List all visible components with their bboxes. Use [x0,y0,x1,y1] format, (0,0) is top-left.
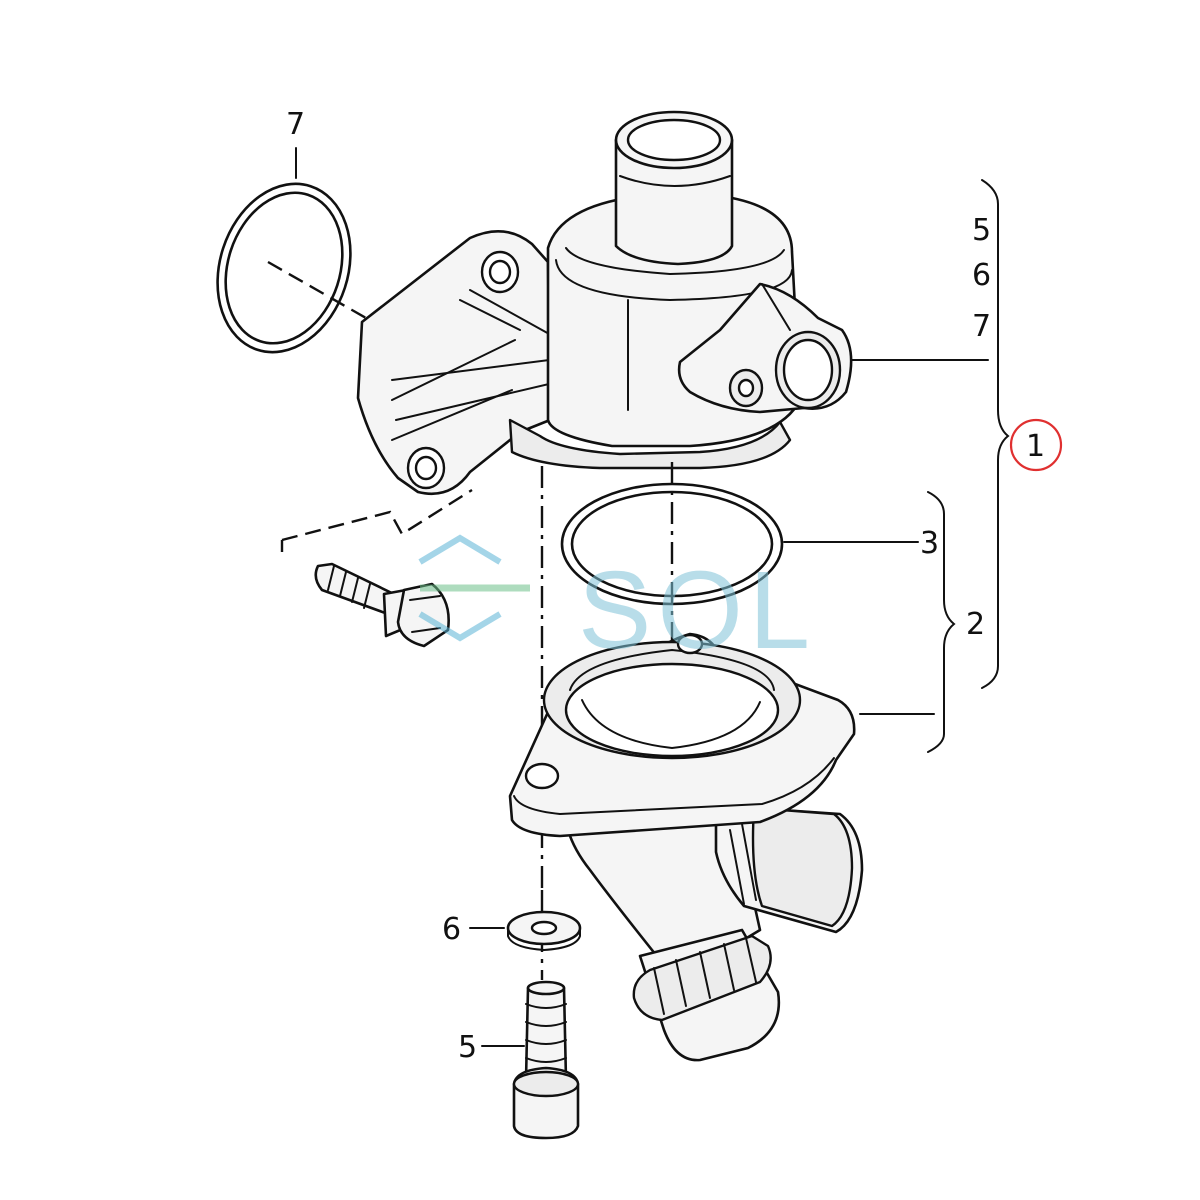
thermostat-housing [356,110,853,496]
highlight-circle [1009,418,1063,472]
flange-bracket [927,491,956,753]
axis-7 [267,260,367,320]
callout-6: 6 [442,912,461,947]
assembly-content-3: 7 [972,309,991,344]
watermark-text: SOL [578,549,816,672]
assembly-content-2: 6 [972,258,991,293]
lower-flange [508,632,864,1062]
callout-2: 2 [966,607,985,642]
top-o-ring [216,182,352,354]
watermark-logo [418,534,530,642]
assembly-bracket [981,179,1010,689]
callout-7: 7 [286,107,305,142]
bolt-axis [281,488,473,542]
lower-bolt [512,980,580,1140]
callout-5: 5 [458,1030,477,1065]
washer [506,910,582,952]
assembly-content-1: 5 [972,213,991,248]
callout-1: 1 [1026,429,1045,464]
callout-3: 3 [920,526,939,561]
